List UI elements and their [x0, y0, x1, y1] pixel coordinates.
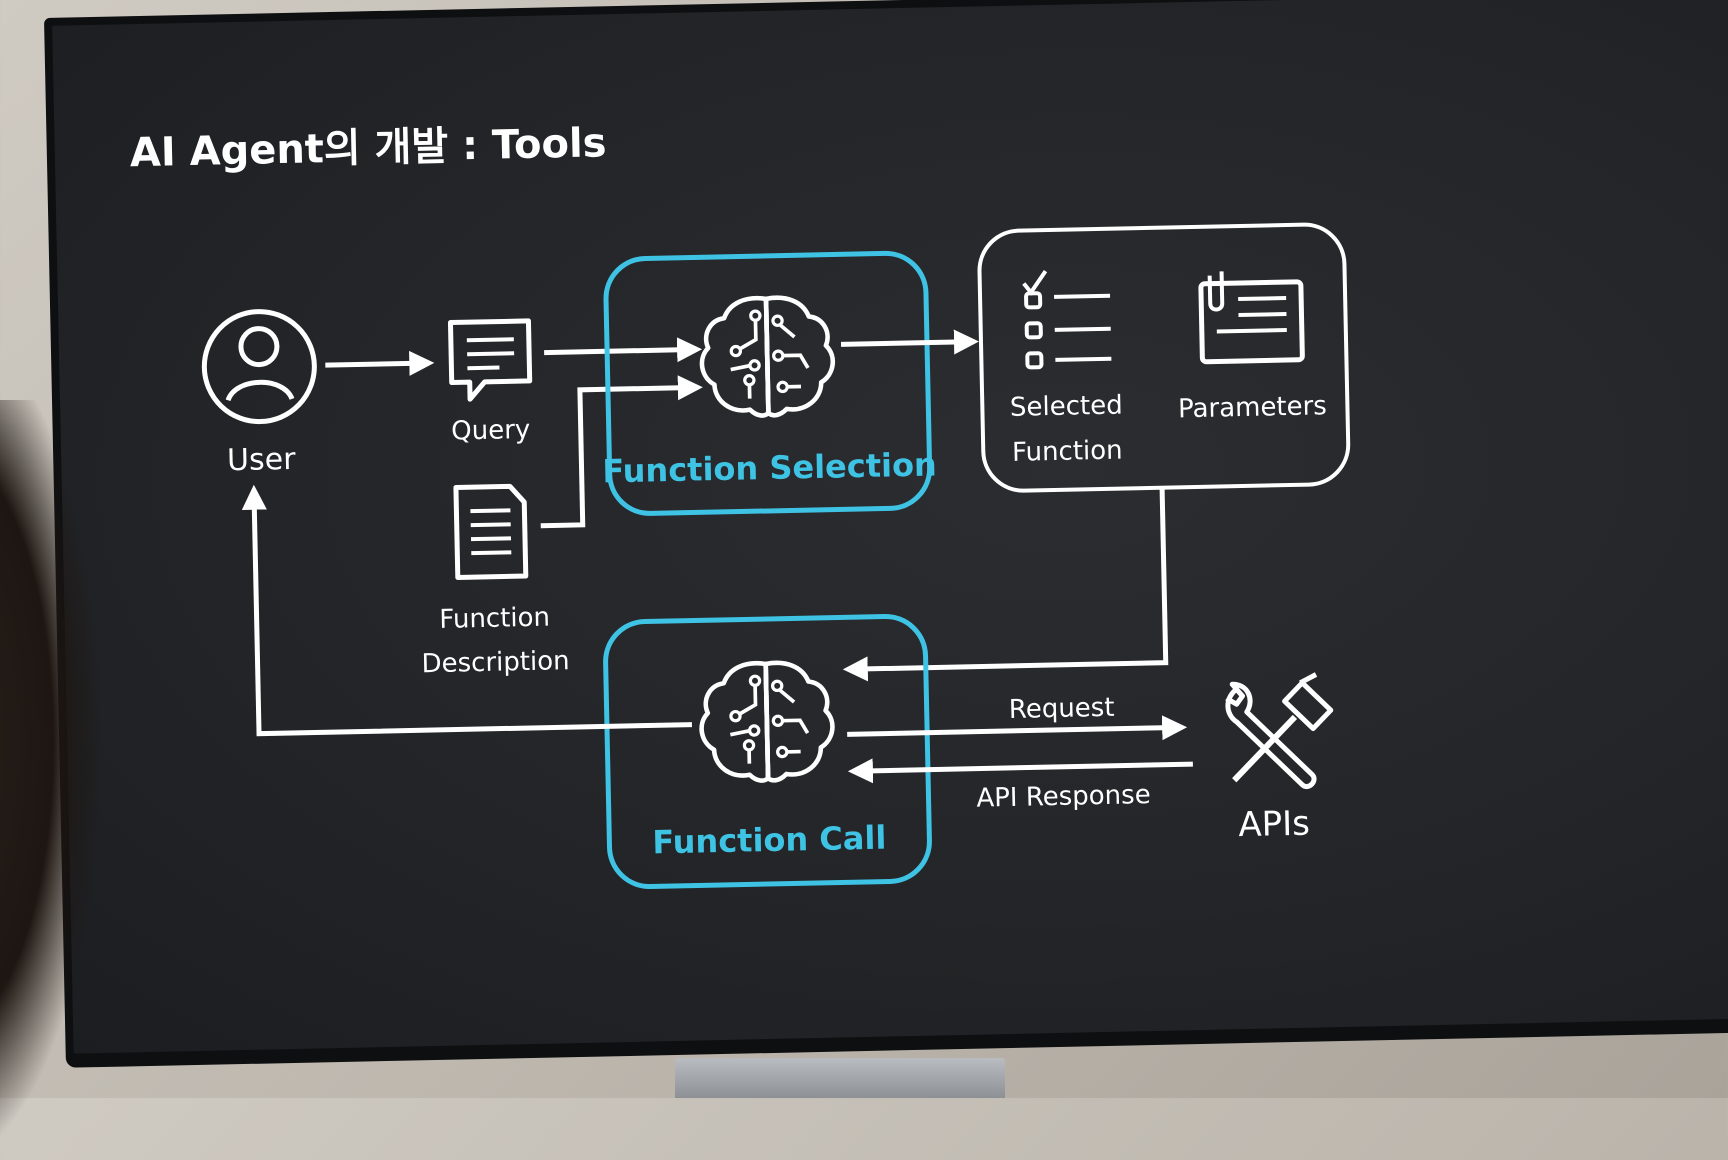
function-description-label-line2: Description — [421, 646, 570, 679]
function-description-label-line1: Function — [439, 603, 550, 635]
chat-bubble-icon — [447, 318, 533, 402]
api-response-label: API Response — [976, 780, 1151, 814]
arrow-user-to-query — [325, 350, 435, 376]
brain-icon — [700, 662, 833, 782]
selected-function-box — [977, 222, 1351, 493]
foreground-person — [0, 400, 100, 1160]
monitor: AI Agent의 개발 : Tools User Query — [44, 0, 1728, 1068]
user-label: User — [227, 442, 297, 478]
slide: AI Agent의 개발 : Tools User Query — [52, 0, 1728, 1054]
selected-function-label-line2: Function — [1012, 436, 1123, 468]
apis-label: APIs — [1238, 804, 1310, 845]
request-label: Request — [1009, 693, 1115, 725]
function-call-box — [603, 614, 932, 890]
arrow-description-to-selection — [540, 375, 703, 529]
checklist-icon — [1022, 269, 1112, 370]
selected-function-label-line1: Selected — [1010, 390, 1123, 422]
monitor-stand — [675, 1058, 1005, 1098]
brain-icon — [701, 297, 834, 417]
arrow-request — [847, 715, 1188, 741]
document-icon — [453, 483, 529, 580]
function-selection-label: Function Selection — [602, 445, 937, 490]
arrow-api-response — [847, 758, 1193, 784]
arrow-query-to-selection — [544, 337, 703, 363]
clipboard-icon — [1198, 271, 1305, 365]
function-selection-box — [603, 250, 933, 516]
diagram: AI Agent의 개발 : Tools User Query — [129, 120, 1351, 890]
parameters-label: Parameters — [1178, 391, 1327, 424]
function-call-label: Function Call — [652, 819, 887, 862]
tools-icon — [1225, 672, 1334, 790]
query-label: Query — [451, 415, 531, 447]
arrow-selected-to-call — [842, 487, 1169, 682]
arrow-call-to-user — [241, 484, 692, 737]
user-icon — [201, 309, 317, 425]
slide-title: AI Agent의 개발 : Tools — [129, 120, 607, 176]
arrow-selection-to-selected — [840, 329, 979, 355]
